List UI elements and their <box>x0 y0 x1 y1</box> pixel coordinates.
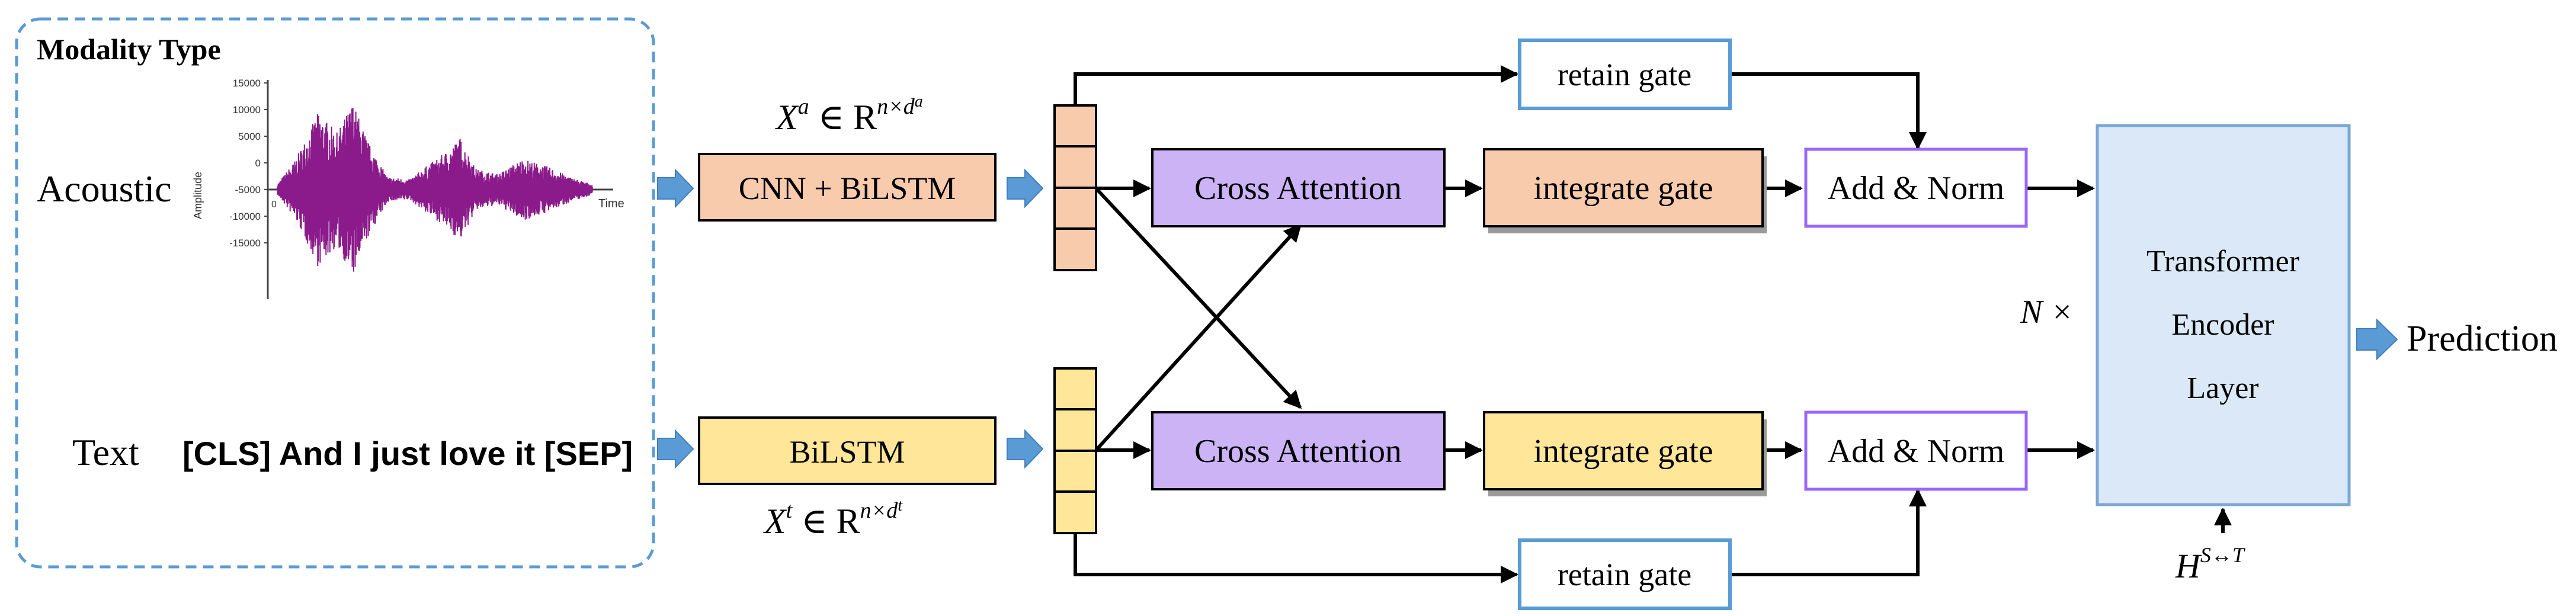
n-repeat-label: N × <box>2020 294 2073 331</box>
waveform-y-tick-label: 0 <box>255 158 261 169</box>
waveform-x-axis-label: Time <box>598 197 624 210</box>
waveform-y-tick-label: 15000 <box>233 78 261 89</box>
acoustic-input-arrow <box>657 168 694 208</box>
acoustic-integrate-gate-box <box>1483 148 1764 227</box>
transformer-line-3: Layer <box>2187 371 2258 405</box>
waveform-y-tick-label: -10000 <box>229 211 261 222</box>
cnn-bilstm-label: CNN + BiLSTM <box>739 171 956 206</box>
waveform-x-tick: 0 <box>271 200 277 210</box>
prediction-label: Prediction <box>2407 319 2558 359</box>
waveform-y-axis-label: Amplitude <box>192 172 204 219</box>
waveform-y-tick-label: 10000 <box>233 104 261 116</box>
text-integrate-gate-label: integrate gate <box>1533 433 1713 470</box>
waveform-y-tick-label: -5000 <box>235 184 261 195</box>
modality-title: Modality Type <box>37 33 221 66</box>
acoustic-integrate-gate-label: integrate gate <box>1533 170 1713 207</box>
acoustic-cross-connector <box>1094 187 1302 409</box>
text-retain-connector <box>1074 533 1518 583</box>
acoustic-retain-connector <box>1074 65 1518 105</box>
acoustic-feature-vector <box>1053 104 1097 271</box>
transformer-encoder-box <box>2096 124 2351 506</box>
acoustic-retain-to-addnorm <box>1730 72 1927 150</box>
text-integrate-gate-box <box>1483 411 1764 490</box>
acoustic-retain-gate-box <box>1518 38 1732 110</box>
acoustic-encoder-arrow <box>1007 168 1044 208</box>
waveform-y-tick-label: -15000 <box>229 238 261 249</box>
text-retain-to-addnorm <box>1730 489 1927 576</box>
waveform-y-tick-label: 5000 <box>238 131 261 142</box>
acoustic-label: Acoustic <box>37 168 172 210</box>
text-label: Text <box>72 431 139 473</box>
text-cross-connector <box>1094 223 1302 452</box>
text-cross-attention-label: Cross Attention <box>1194 433 1402 470</box>
waveform-signal <box>277 108 593 272</box>
text-retain-gate-box <box>1518 538 1732 610</box>
h-input-label: HS↔T <box>2175 543 2246 585</box>
bilstm-label: BiLSTM <box>789 434 905 470</box>
sample-text: [CLS] And I just love it [SEP] <box>182 435 633 472</box>
acoustic-cross-attention-label: Cross Attention <box>1194 170 1402 207</box>
text-add-norm-box <box>1804 410 2028 491</box>
modality-panel <box>15 17 655 569</box>
text-feature-annotation: Xt ∈ Rn×dt <box>763 496 903 541</box>
acoustic-cross-attention-box <box>1151 148 1446 227</box>
prediction-arrow <box>2356 318 2398 361</box>
text-feature-vector <box>1053 367 1097 534</box>
text-retain-gate-label: retain gate <box>1558 557 1691 592</box>
text-cross-attention-box <box>1151 411 1446 490</box>
text-add-norm-label: Add & Norm <box>1828 433 2005 470</box>
text-encoder-arrow <box>1007 429 1044 469</box>
waveform-plot: 15000 10000 5000 0 -5000 -10000 -15000 Amplitu… <box>192 78 624 299</box>
transformer-line-2: Encoder <box>2171 308 2274 342</box>
bilstm-box <box>698 416 997 485</box>
acoustic-feature-annotation: Xa ∈ Rn×da <box>775 92 923 137</box>
waveform-y-ticks: 15000 10000 5000 0 -5000 -10000 -15000 <box>229 78 268 249</box>
text-input-arrow <box>657 429 694 469</box>
acoustic-add-norm-box <box>1804 147 2028 228</box>
acoustic-retain-gate-label: retain gate <box>1558 57 1691 92</box>
cnn-bilstm-box <box>698 153 997 222</box>
acoustic-add-norm-label: Add & Norm <box>1828 170 2005 207</box>
transformer-line-1: Transformer <box>2146 245 2299 278</box>
